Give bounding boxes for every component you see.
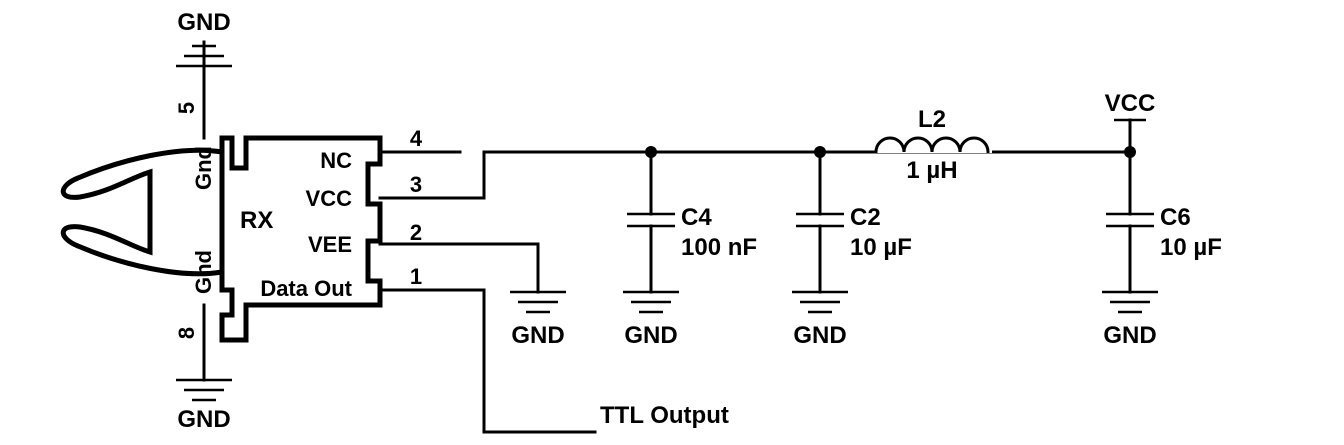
gnd-label-c2: GND	[793, 322, 846, 349]
gnd-label-vee: GND	[511, 322, 564, 349]
c4-value: 100 nF	[681, 234, 757, 261]
gnd-label-c4: GND	[624, 322, 677, 349]
pin-number-3: 3	[410, 172, 422, 197]
capacitor-c6: VCC C6 10 µF GND	[1102, 90, 1222, 349]
pin-wires: 4 3 2 1	[378, 126, 1132, 434]
c4-ref: C4	[681, 204, 712, 231]
gnd-label-bottom: GND	[177, 406, 230, 433]
ttl-output-label: TTL Output	[600, 402, 729, 429]
pin-number-2: 2	[410, 220, 422, 245]
rx-label: RX	[240, 207, 273, 234]
gnd-label-top: GND	[177, 9, 230, 36]
pin-label-vee: VEE	[308, 232, 352, 257]
pin-number-4: 4	[410, 126, 423, 151]
ground-vee: GND	[510, 290, 566, 349]
capacitor-c2: C2 10 µF GND	[792, 146, 912, 349]
pin-label-data-out: Data Out	[260, 276, 352, 301]
l2-ref: L2	[918, 106, 946, 133]
rx-receiver: RX NC VCC VEE Data Out Gnd Gnd	[60, 135, 383, 343]
gnd-label-c6: GND	[1103, 322, 1156, 349]
c6-value: 10 µF	[1160, 234, 1222, 261]
pin-label-gnd-bottom: Gnd	[191, 250, 216, 294]
c6-ref: C6	[1160, 204, 1191, 231]
pin-number-5: 5	[174, 102, 199, 114]
ground-bottom: GND 8	[174, 303, 232, 433]
pin-label-nc: NC	[320, 148, 352, 173]
vcc-label: VCC	[1105, 90, 1156, 117]
fiber-connector-loop	[60, 147, 225, 277]
c2-value: 10 µF	[850, 234, 912, 261]
capacitor-c4: C4 100 nF GND	[623, 146, 757, 349]
c2-ref: C2	[850, 204, 881, 231]
ground-top: GND 5	[174, 9, 232, 140]
inductor-l2: L2 1 µH	[874, 106, 992, 184]
pin-label-vcc: VCC	[306, 186, 353, 211]
l2-value: 1 µH	[906, 157, 957, 184]
pin-number-8: 8	[174, 327, 199, 339]
rx-body	[219, 135, 383, 343]
pin-number-1: 1	[410, 264, 422, 289]
pin-label-gnd-top: Gnd	[191, 146, 216, 190]
